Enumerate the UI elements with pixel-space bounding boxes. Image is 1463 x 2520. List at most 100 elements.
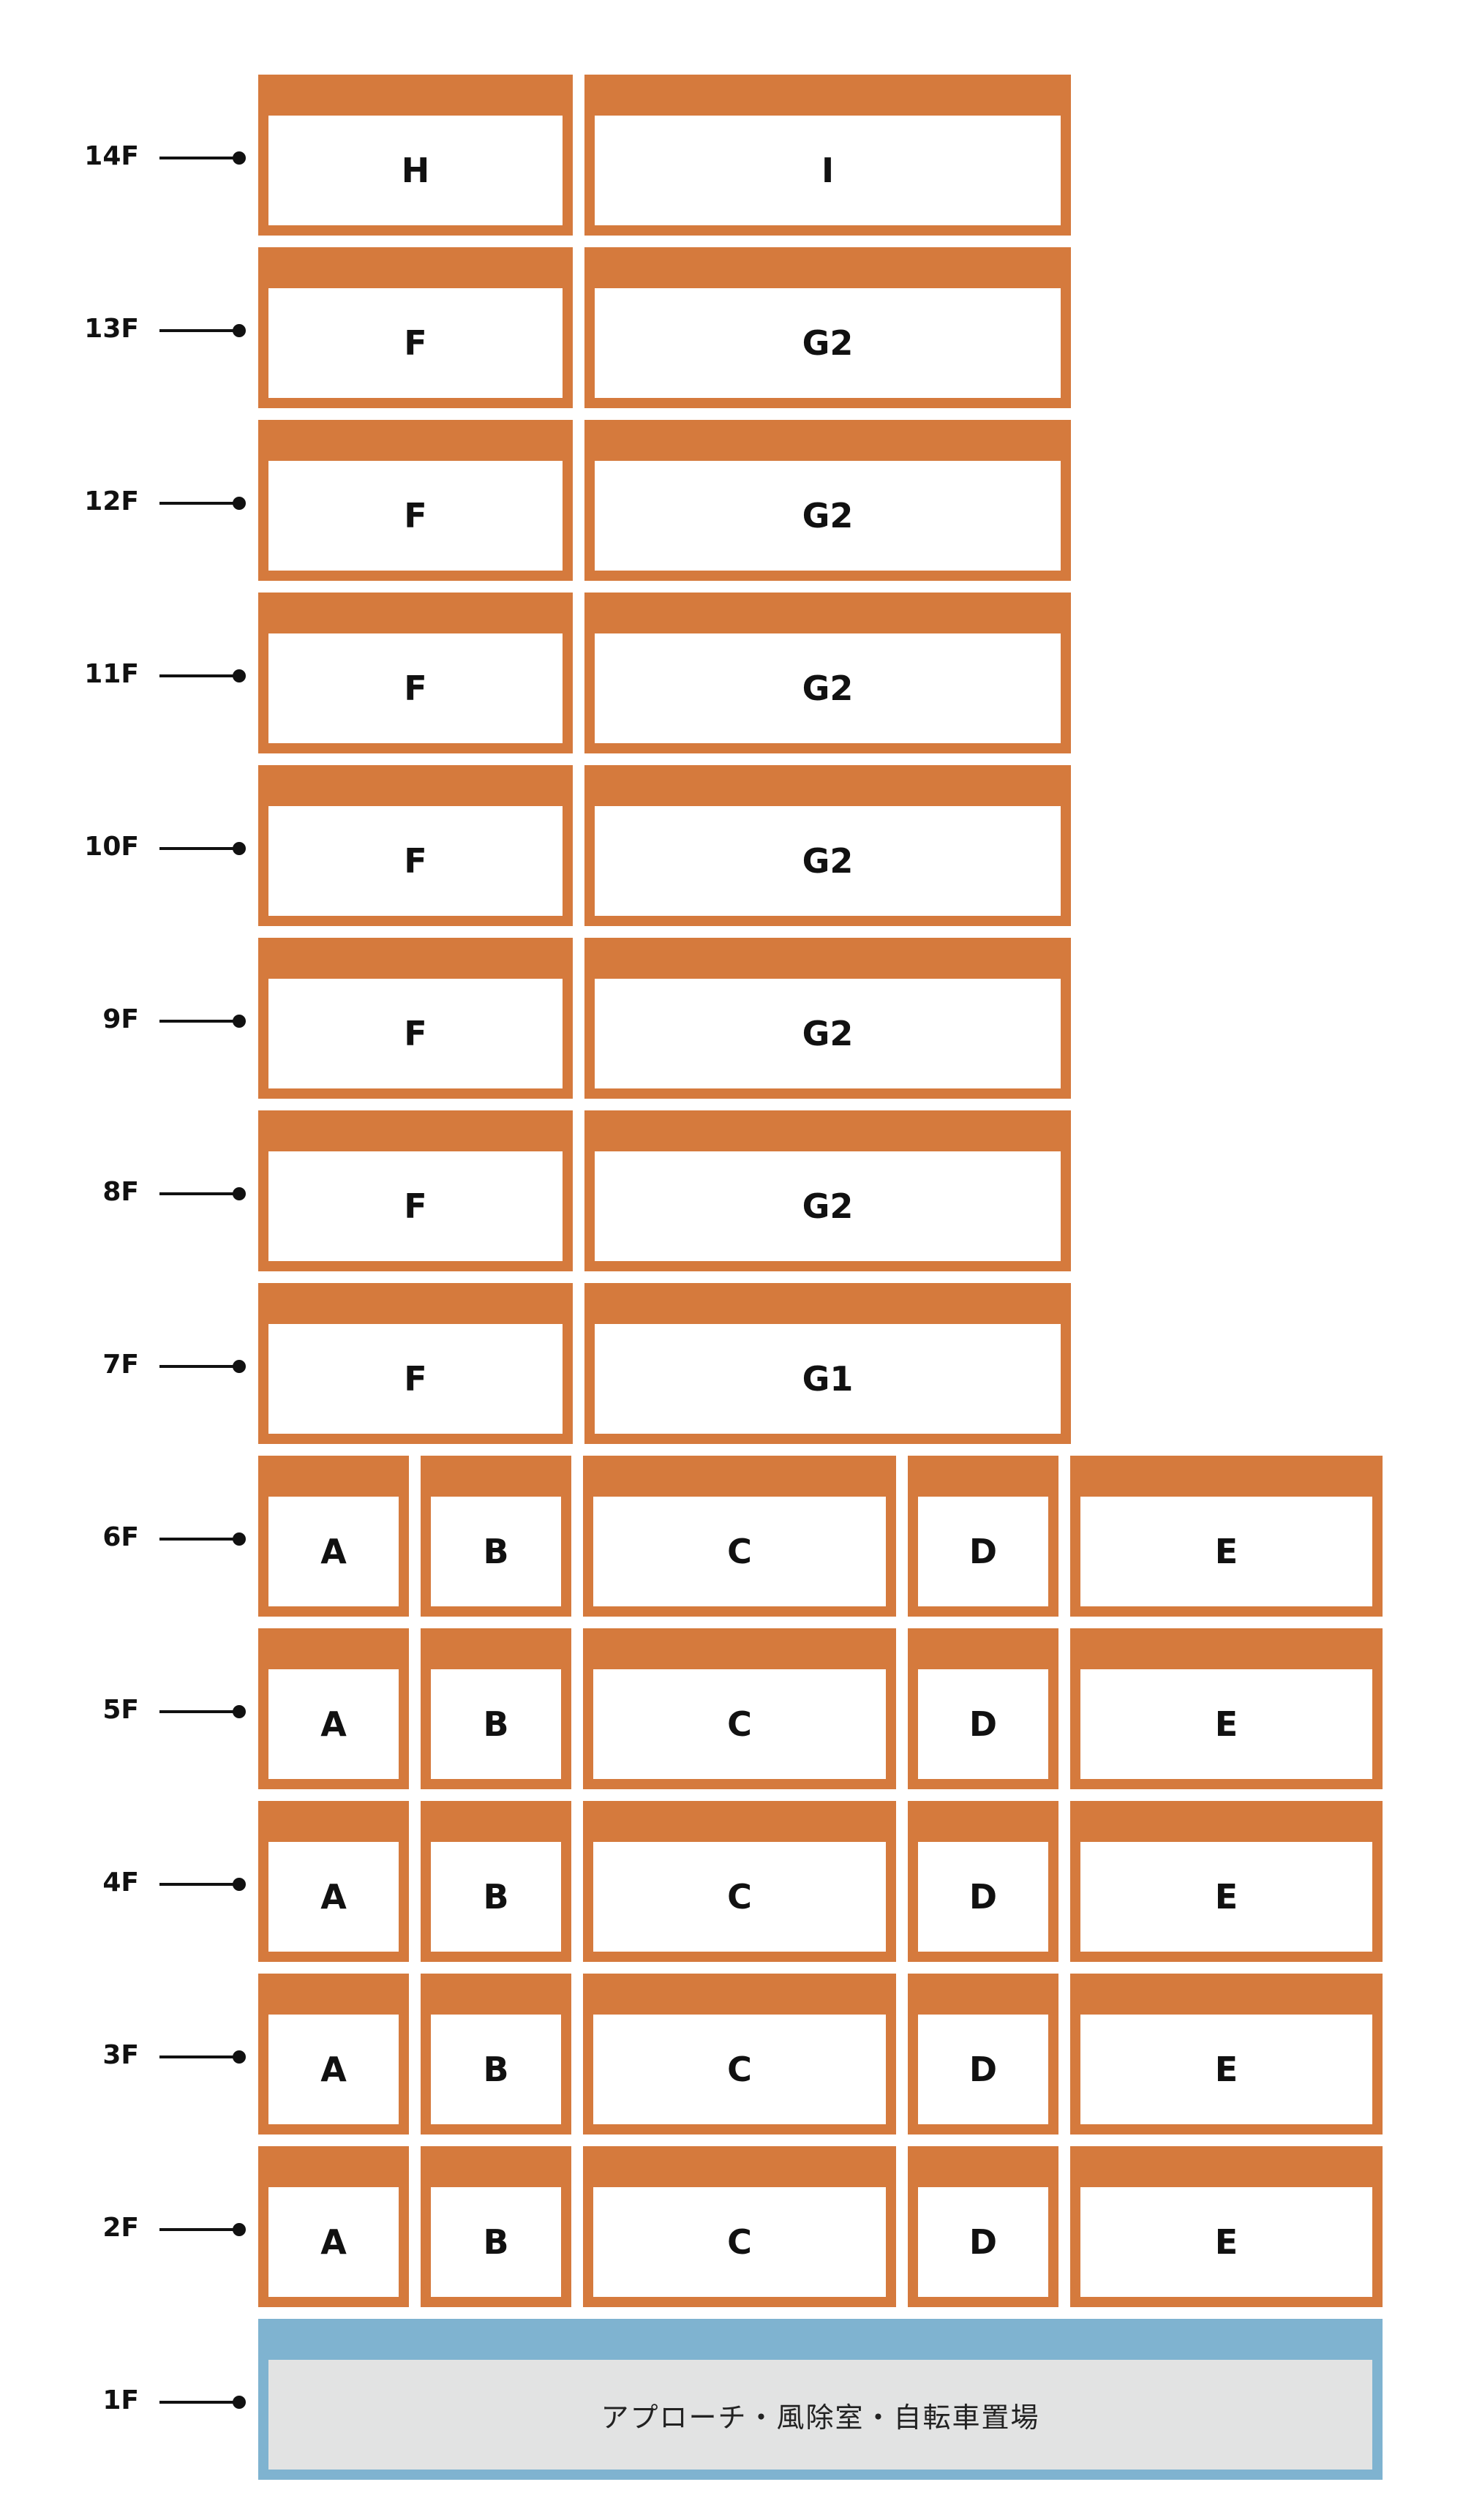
unit-block: B <box>421 2146 571 2307</box>
unit-interior: F <box>268 288 563 398</box>
unit-block: B <box>421 1456 571 1617</box>
floor-leader-line <box>159 1020 240 1023</box>
unit-block: A <box>258 1801 409 1962</box>
unit-block: F <box>258 1283 573 1444</box>
unit-block: C <box>583 1456 896 1617</box>
unit-interior: G2 <box>595 979 1061 1088</box>
unit-interior: D <box>918 2187 1048 2297</box>
floor-leader-line <box>159 2228 240 2231</box>
unit-block: C <box>583 2146 896 2307</box>
unit-interior: E <box>1080 2187 1372 2297</box>
floor-label: 12F <box>84 486 139 516</box>
floor-label: 6F <box>102 1522 139 1552</box>
unit-interior: F <box>268 1324 563 1434</box>
unit-label: C <box>727 1704 752 1744</box>
floor-label: 10F <box>84 832 139 862</box>
floor-label: 13F <box>84 314 139 344</box>
unit-label: F <box>404 841 427 881</box>
unit-interior: A <box>268 1669 399 1779</box>
unit-block: H <box>258 75 573 236</box>
unit-label: F <box>404 323 427 363</box>
unit-block: E <box>1070 1974 1383 2135</box>
unit-interior: B <box>431 2015 561 2124</box>
unit-label: B <box>483 1704 509 1744</box>
unit-label: E <box>1214 1532 1238 1571</box>
unit-label: E <box>1214 2222 1238 2262</box>
ground-floor-label: アプローチ・風除室・自転車置場 <box>601 2401 1040 2434</box>
unit-interior: B <box>431 1497 561 1606</box>
unit-interior: G2 <box>595 806 1061 916</box>
unit-label: D <box>969 1877 998 1917</box>
unit-block: G2 <box>584 765 1071 926</box>
floor-leader-dot <box>233 151 246 165</box>
unit-block: B <box>421 1628 571 1789</box>
floor-label: 14F <box>84 141 139 171</box>
unit-interior: E <box>1080 1842 1372 1952</box>
unit-interior: G1 <box>595 1324 1061 1434</box>
unit-block: B <box>421 1801 571 1962</box>
unit-interior: C <box>593 2187 886 2297</box>
unit-label: C <box>727 2050 752 2089</box>
unit-interior: I <box>595 116 1061 225</box>
floor-label: 3F <box>102 2040 139 2070</box>
unit-interior: F <box>268 461 563 571</box>
unit-interior: E <box>1080 1497 1372 1606</box>
unit-interior: F <box>268 979 563 1088</box>
unit-interior: D <box>918 1842 1048 1952</box>
unit-label: C <box>727 1877 752 1917</box>
unit-block: G2 <box>584 938 1071 1099</box>
unit-block: D <box>908 1974 1058 2135</box>
floor-leader-dot <box>233 2223 246 2236</box>
unit-block: F <box>258 1110 573 1271</box>
unit-label: G2 <box>802 1186 854 1226</box>
unit-label: B <box>483 2050 509 2089</box>
unit-label: D <box>969 1704 998 1744</box>
floor-leader-dot <box>233 324 246 337</box>
unit-block: F <box>258 420 573 581</box>
floor-leader-dot <box>233 1015 246 1028</box>
unit-interior: A <box>268 2015 399 2124</box>
ground-floor-area: アプローチ・風除室・自転車置場 <box>268 2360 1372 2470</box>
floor-leader-line <box>159 1538 240 1541</box>
unit-interior: D <box>918 2015 1048 2124</box>
unit-label: C <box>727 2222 752 2262</box>
unit-label: E <box>1214 1704 1238 1744</box>
floor-leader-line <box>159 329 240 332</box>
unit-label: B <box>483 1532 509 1571</box>
unit-interior: C <box>593 1669 886 1779</box>
unit-interior: A <box>268 1497 399 1606</box>
unit-block: G1 <box>584 1283 1071 1444</box>
unit-label: G2 <box>802 841 854 881</box>
floor-leader-dot <box>233 2050 246 2064</box>
unit-interior: B <box>431 2187 561 2297</box>
unit-label: D <box>969 2050 998 2089</box>
unit-interior: G2 <box>595 633 1061 743</box>
unit-interior: C <box>593 1842 886 1952</box>
unit-block: E <box>1070 1801 1383 1962</box>
floor-leader-line <box>159 847 240 850</box>
unit-label: I <box>821 151 835 190</box>
unit-interior: B <box>431 1842 561 1952</box>
unit-interior: A <box>268 1842 399 1952</box>
unit-block: A <box>258 1974 409 2135</box>
unit-interior: G2 <box>595 461 1061 571</box>
floor-leader-line <box>159 1365 240 1368</box>
unit-block: G2 <box>584 1110 1071 1271</box>
unit-interior: G2 <box>595 1151 1061 1261</box>
floor-leader-dot <box>233 669 246 682</box>
unit-label: C <box>727 1532 752 1571</box>
unit-label: F <box>404 1359 427 1399</box>
unit-label: G2 <box>802 323 854 363</box>
unit-interior: B <box>431 1669 561 1779</box>
floor-label: 9F <box>102 1004 139 1034</box>
unit-block: G2 <box>584 247 1071 408</box>
unit-block: A <box>258 2146 409 2307</box>
floor-leader-dot <box>233 1705 246 1718</box>
unit-block: G2 <box>584 593 1071 753</box>
unit-label: D <box>969 1532 998 1571</box>
unit-block: D <box>908 1628 1058 1789</box>
floor-leader-line <box>159 2056 240 2058</box>
unit-label: F <box>404 669 427 708</box>
unit-block: C <box>583 1974 896 2135</box>
